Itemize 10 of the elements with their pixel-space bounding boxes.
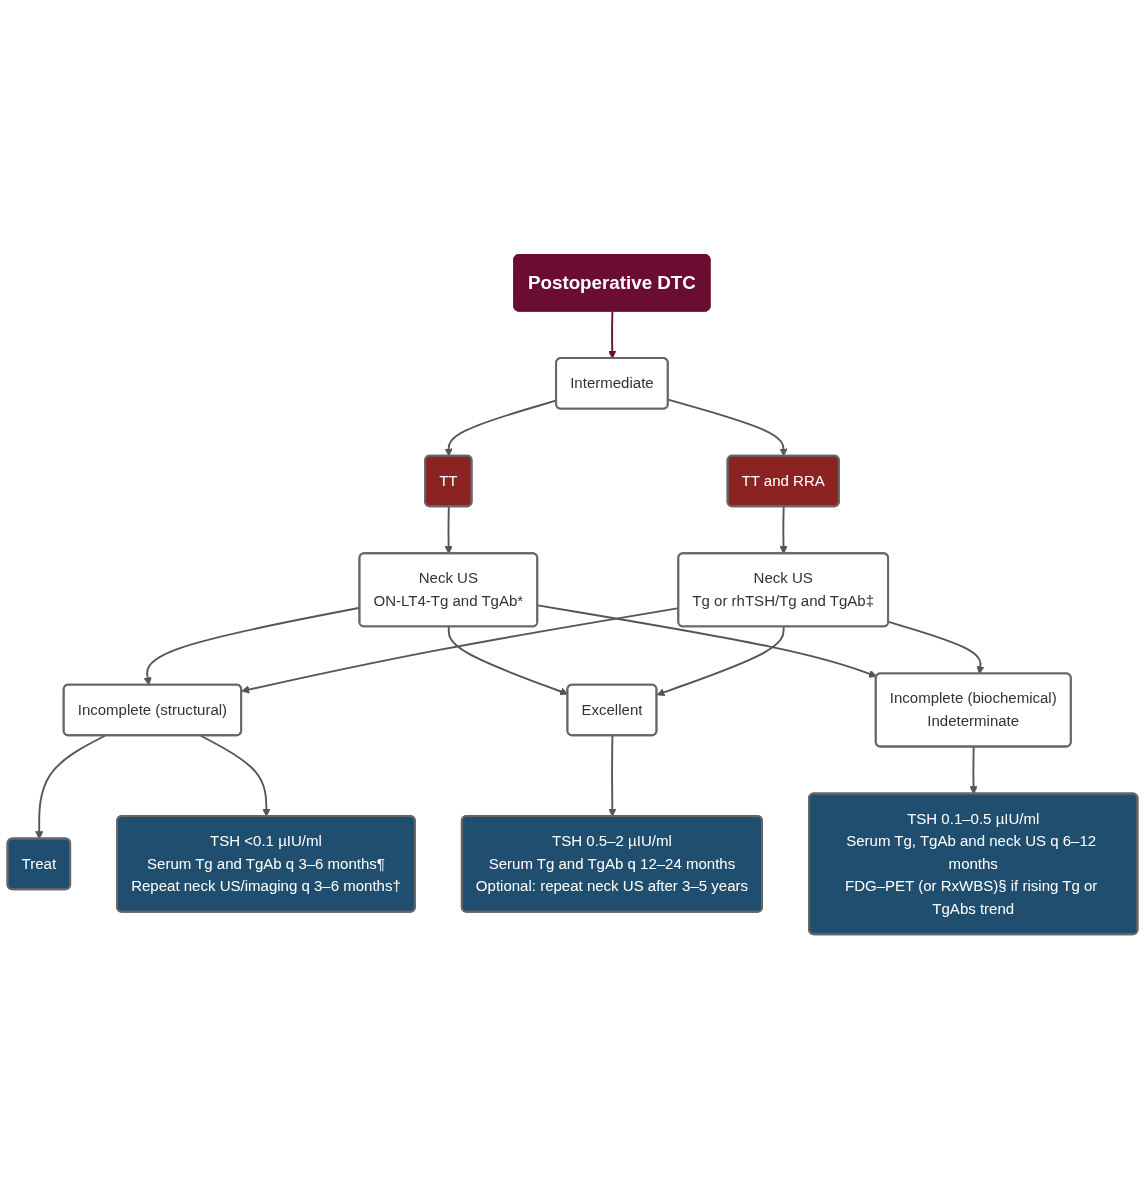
arrow (779, 505, 788, 555)
arrow (667, 398, 788, 457)
arrow (608, 734, 617, 817)
arrow (656, 625, 785, 697)
arrow (35, 734, 106, 840)
arrow (887, 620, 985, 675)
arrow (199, 734, 271, 817)
arrow (444, 505, 453, 555)
arrow (969, 746, 978, 795)
arrow (608, 310, 617, 359)
